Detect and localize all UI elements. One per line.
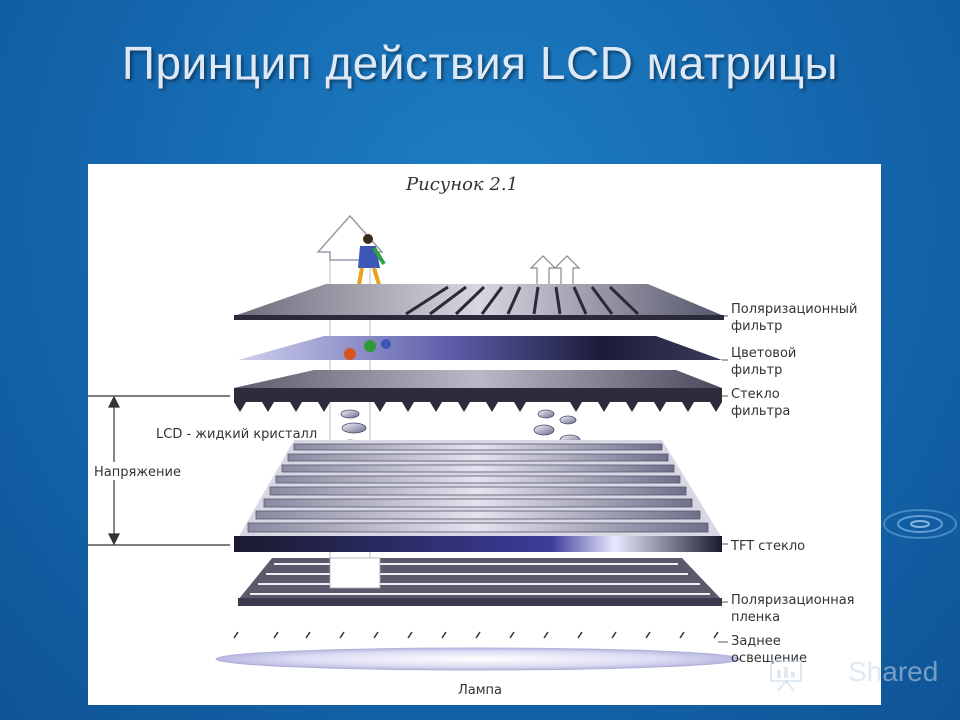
figure-caption: Рисунок 2.1 <box>405 174 518 195</box>
label-backlight-line1: Заднее <box>731 634 781 649</box>
label-lamp: Лампа <box>458 683 502 698</box>
voltage-bracket <box>88 395 230 546</box>
water-ripple-decoration <box>883 509 957 539</box>
backlight-ticks <box>233 631 719 639</box>
label-leader-lines <box>718 315 728 643</box>
label-lcd-liquid-crystal: LCD - жидкий кристалл <box>156 427 317 442</box>
label-polarizing-film-line2: пленка <box>731 610 780 625</box>
label-polarizing-film-line1: Поляризационная <box>731 593 854 608</box>
label-filter-glass-line2: фильтра <box>731 404 790 419</box>
presentation-board-icon <box>770 660 802 692</box>
slide-title: Принцип действия LCD матрицы <box>121 37 839 89</box>
filter-glass-layer <box>234 370 722 412</box>
polarizing-filter-layer <box>234 284 724 320</box>
label-voltage: Напряжение <box>94 465 181 480</box>
label-color-filter-line1: Цветовой <box>731 346 796 361</box>
label-filter-glass-line1: Стекло <box>731 387 780 402</box>
watermark-shared: Shared <box>848 656 939 687</box>
label-backlight-line2: освещение <box>731 651 807 666</box>
label-polarizing-filter-line2: фильтр <box>731 319 782 334</box>
lamp-tube <box>215 647 741 671</box>
tft-glass-layer <box>234 536 722 552</box>
tft-electrode-stripes <box>238 440 722 538</box>
polarizing-film-layer <box>238 557 722 606</box>
color-filter-layer <box>238 336 722 360</box>
lcd-diagram-svg: Рисунок 2.1 <box>88 174 857 698</box>
label-tft-glass: TFT стекло <box>730 539 805 554</box>
lcd-diagram-figure: Рисунок 2.1 <box>88 164 881 705</box>
label-color-filter-line2: фильтр <box>731 363 782 378</box>
label-polarizing-filter-line1: Поляризационный <box>731 302 857 317</box>
